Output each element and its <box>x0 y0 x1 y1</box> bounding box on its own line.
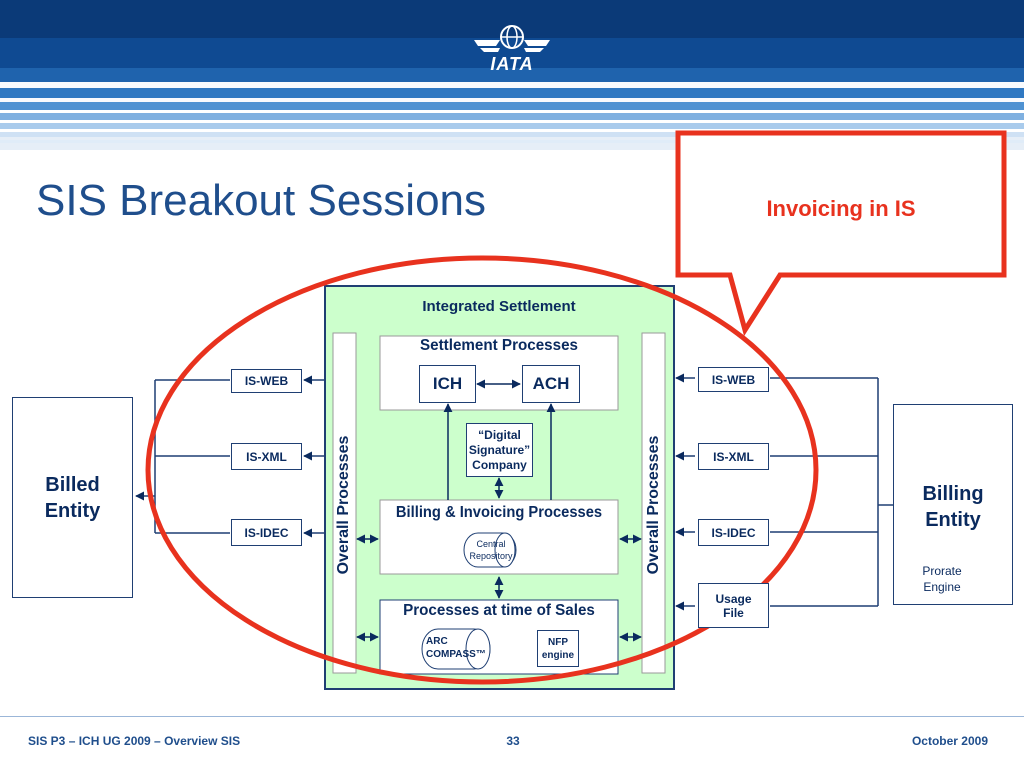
left-is-xml-box: IS-XML <box>231 443 302 470</box>
settlement-processes-label: Settlement Processes <box>420 337 578 354</box>
callout-text: Invoicing in IS <box>766 196 916 221</box>
arc-compass-label: ARC COMPASS™ <box>426 635 496 661</box>
digital-signature-line-3: Company <box>472 457 527 472</box>
nfp-engine-box: NFP engine <box>537 630 579 667</box>
nfp-engine-line-1: NFP <box>548 636 568 648</box>
page-number: 33 <box>506 734 520 748</box>
overall-processes-right-bar <box>641 332 666 674</box>
billed-entity-line-1: Billed <box>45 473 100 496</box>
billed-entity-box: Billed Entity <box>12 397 133 598</box>
globe-with-wings-icon <box>474 25 550 52</box>
integrated-settlement-label: Integrated Settlement <box>422 298 576 315</box>
arc-compass-line-1: ARC <box>426 636 448 647</box>
processes-sales-label: Processes at time of Sales <box>403 602 595 619</box>
header-banner <box>0 0 1024 150</box>
overall-processes-left-label: Overall Processes <box>335 435 352 575</box>
prorate-engine-label: Prorate Engine <box>910 563 974 595</box>
overall-processes-left-bar <box>332 332 357 674</box>
usage-file-line-2: File <box>723 605 744 620</box>
callout-shape <box>675 130 1007 337</box>
billing-entity-box: Billing Entity <box>893 404 1013 605</box>
billing-invoicing-label: Billing & Invoicing Processes <box>395 504 603 521</box>
highlight-ellipse <box>145 255 819 685</box>
slide-title: SIS Breakout Sessions <box>36 176 487 225</box>
right-is-idec-box: IS-IDEC <box>698 519 769 546</box>
ich-box: ICH <box>419 365 476 403</box>
usage-file-box: Usage File <box>698 583 769 628</box>
billing-entity-line-2: Entity <box>925 509 981 531</box>
right-is-xml-box: IS-XML <box>698 443 769 470</box>
right-is-web-box: IS-WEB <box>698 367 769 392</box>
billed-entity-line-2: Entity <box>44 499 101 522</box>
overall-processes-right-label: Overall Processes <box>645 435 662 575</box>
ach-box: ACH <box>522 365 580 403</box>
left-is-idec-box: IS-IDEC <box>231 519 302 546</box>
nfp-engine-line-2: engine <box>541 649 575 661</box>
logo-text: IATA <box>490 54 534 74</box>
prorate-engine-line-1: Prorate <box>922 564 962 578</box>
footer-left-text: SIS P3 – ICH UG 2009 – Overview SIS <box>28 734 241 748</box>
central-repository-line-1: Central <box>476 539 506 549</box>
digital-signature-line-1: “Digital <box>478 427 521 442</box>
footer-divider <box>0 716 1024 717</box>
central-repository-label: Central Repository <box>462 538 520 562</box>
arc-compass-cylinder <box>421 628 491 670</box>
central-repository-line-2: Repository <box>469 551 513 561</box>
prorate-engine-line-2: Engine <box>923 580 961 594</box>
digital-signature-line-2: Signature” <box>468 442 531 457</box>
left-is-web-box: IS-WEB <box>231 369 302 393</box>
digital-signature-box: “Digital Signature” Company <box>466 423 533 477</box>
central-repository-cylinder <box>463 532 517 568</box>
arc-compass-line-2: COMPASS™ <box>426 649 486 660</box>
footer-date: October 2009 <box>911 734 988 748</box>
billing-entity-line-1: Billing <box>922 483 984 505</box>
usage-file-line-1: Usage <box>715 591 752 606</box>
